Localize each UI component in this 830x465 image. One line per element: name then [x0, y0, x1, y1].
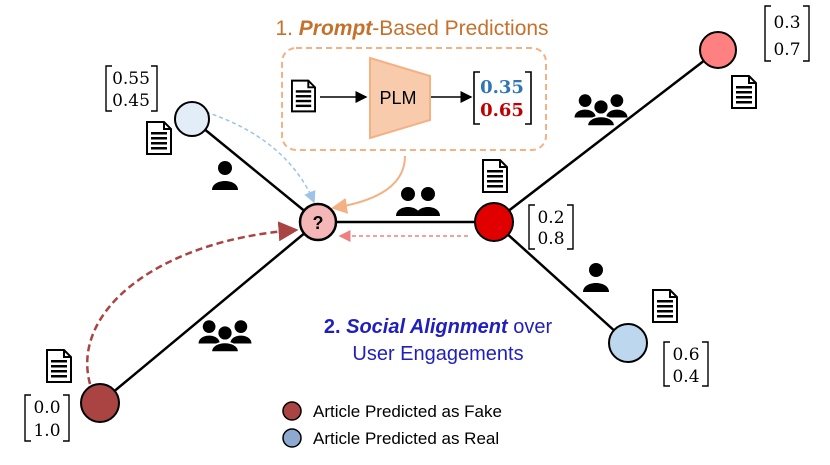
plm-model-shape [369, 56, 431, 140]
document-icon [146, 120, 172, 156]
node-bottom-right [608, 323, 648, 363]
graph-edges [99, 49, 719, 404]
query-mark: ? [313, 213, 324, 233]
svg-text:0.0: 0.0 [33, 398, 60, 418]
edge-query-bottomleft [99, 221, 319, 404]
two-users-icon [396, 187, 440, 216]
node-top-left [174, 101, 210, 137]
user-group-icon [574, 93, 628, 126]
document-icon [652, 288, 678, 324]
output-bracket-right [525, 71, 532, 125]
output-real-prob: 0.35 [480, 77, 524, 98]
edge-query-topleft [191, 118, 319, 223]
legend-fake-swatch [282, 401, 302, 421]
node-query: ? [298, 202, 338, 242]
title-prompt-predictions: 1. Prompt-Based Predictions [275, 17, 548, 40]
svg-text:0.4: 0.4 [672, 367, 699, 387]
social-alignment-subtitle: User Engagements [352, 343, 523, 365]
prompt-box: PLM 0.35 0.65 [281, 47, 547, 151]
node-top-right [699, 31, 737, 69]
svg-text:0.55: 0.55 [112, 69, 150, 89]
user-icon [583, 263, 609, 292]
legend-real-swatch [282, 428, 302, 448]
svg-text:0.6: 0.6 [672, 345, 699, 365]
svg-text:0.45: 0.45 [112, 91, 150, 111]
social-alignment-title: 2. Social Alignment over [324, 316, 553, 338]
svg-text:0.3: 0.3 [773, 13, 800, 33]
prob-vector-top-right: 0.3 0.7 [764, 5, 810, 62]
node-bottom-left [80, 383, 120, 423]
output-bracket-left [473, 71, 480, 125]
svg-text:0.8: 0.8 [537, 229, 564, 249]
prob-vector-top-left: 0.55 0.45 [105, 65, 158, 112]
svg-text:0.7: 0.7 [773, 40, 800, 60]
prob-vector-center-right: 0.2 0.8 [528, 204, 574, 250]
document-icon [482, 158, 508, 194]
legend: Article Predicted as Fake Article Predic… [282, 401, 502, 448]
prob-vector-bottom-left: 0.0 1.0 [24, 394, 70, 442]
edge-center-topright [493, 49, 719, 223]
node-center-right [474, 202, 514, 242]
arrow-prompt-to-query [331, 155, 406, 214]
arrow-topleft-to-query [205, 111, 316, 204]
user-group-icon [198, 319, 252, 352]
legend-real-label: Article Predicted as Real [313, 429, 499, 448]
document-icon [46, 348, 72, 384]
edge-center-bottomright [493, 221, 629, 344]
legend-fake-label: Article Predicted as Fake [313, 402, 502, 421]
user-icon [212, 161, 238, 190]
svg-text:1.0: 1.0 [33, 421, 60, 441]
plm-label: PLM [379, 88, 416, 108]
prob-vector-bottom-right: 0.6 0.4 [663, 341, 709, 387]
document-icon [291, 79, 316, 113]
svg-text:0.2: 0.2 [537, 208, 564, 228]
output-fake-prob: 0.65 [480, 100, 524, 121]
document-icon [731, 74, 757, 110]
arrow-bottomleft-to-query [86, 221, 299, 385]
